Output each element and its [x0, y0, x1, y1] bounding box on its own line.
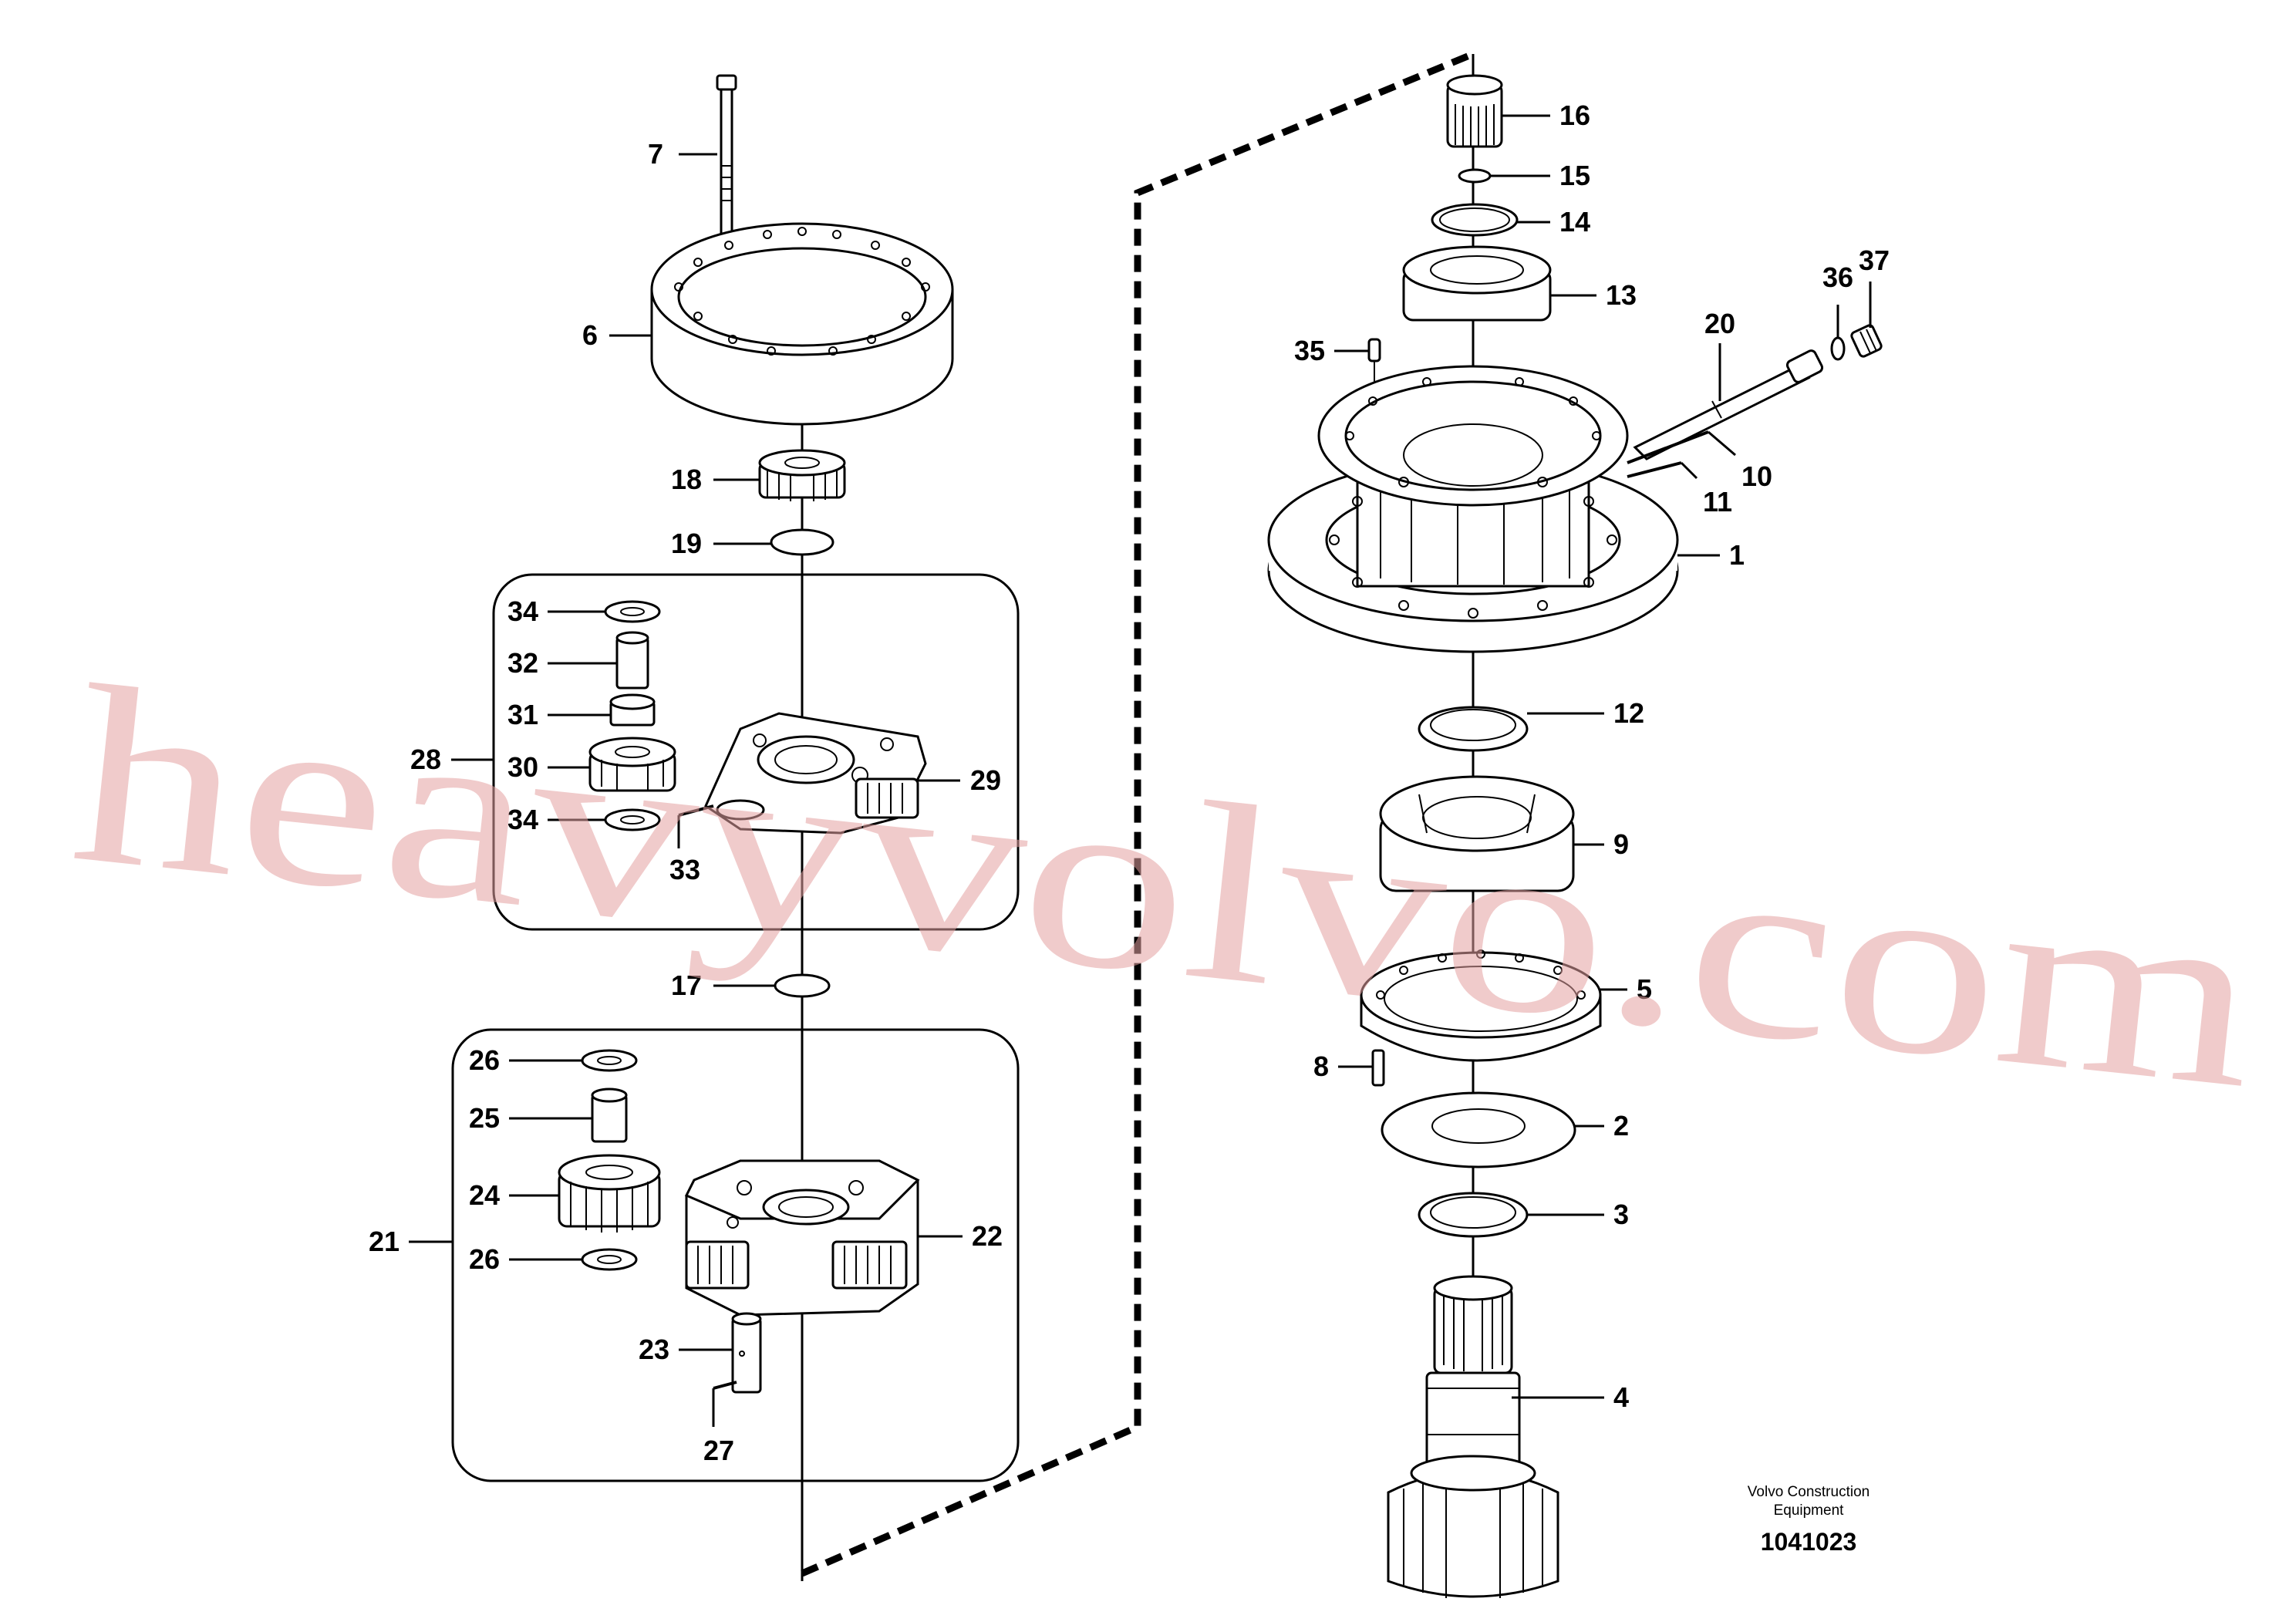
label-part-34-bottom: 34 [507, 804, 538, 835]
part-37-plug [1850, 324, 1883, 358]
part-1-bolt-holes [1329, 377, 1617, 619]
label-part-27: 27 [703, 1435, 734, 1466]
label-part-15: 15 [1559, 160, 1590, 191]
footer-company-line1: Volvo Construction [1748, 1484, 1870, 1500]
part-13-bearing [1402, 245, 1552, 322]
label-part-18: 18 [671, 464, 702, 495]
label-part-17: 17 [671, 969, 702, 1001]
label-part-23: 23 [639, 1334, 669, 1365]
drawing-footer: Volvo Construction Equipment 1041023 [1748, 1484, 1870, 1556]
label-part-28: 28 [410, 744, 441, 775]
part-33-pin [678, 804, 714, 817]
part-15-washer [1458, 168, 1492, 184]
label-part-26-top: 26 [469, 1044, 500, 1076]
label-part-26-bottom: 26 [469, 1243, 500, 1275]
label-part-4: 4 [1613, 1381, 1629, 1413]
label-part-6: 6 [582, 319, 598, 351]
label-part-33: 33 [669, 854, 700, 885]
part-8-pin [1371, 1049, 1385, 1087]
label-part-19: 19 [671, 528, 702, 559]
footer-company-line2: Equipment [1774, 1502, 1845, 1519]
label-part-29: 29 [970, 764, 1001, 796]
label-part-14: 14 [1559, 206, 1590, 238]
label-part-25: 25 [469, 1102, 500, 1134]
part-24-planet-gear [558, 1154, 661, 1233]
part-25-needle-bearing [591, 1088, 628, 1143]
part-22-planet-carrier [684, 1159, 920, 1317]
label-part-22: 22 [972, 1220, 1003, 1252]
label-part-20: 20 [1704, 308, 1735, 339]
part-1-housing [1267, 365, 1679, 653]
right-assembly [1267, 54, 1883, 1598]
label-part-30: 30 [507, 751, 538, 783]
part-16-pinion [1446, 74, 1503, 148]
label-part-12: 12 [1613, 697, 1644, 729]
group-21-frame [451, 1028, 1020, 1482]
part-5-flange-ring [1360, 949, 1602, 1062]
label-part-5: 5 [1637, 973, 1652, 1005]
part-7-bolt [716, 74, 737, 241]
part-34-washer-top [604, 600, 661, 623]
part-31-bearing [609, 693, 656, 727]
group-28-frame [492, 573, 1020, 931]
part-27-spring-pin [713, 1381, 737, 1390]
label-part-1: 1 [1729, 539, 1745, 571]
label-part-31: 31 [507, 699, 538, 730]
part-26-washer-bottom [581, 1248, 638, 1271]
label-part-32: 32 [507, 647, 538, 679]
label-part-13: 13 [1606, 279, 1637, 311]
label-part-24: 24 [469, 1179, 500, 1211]
part-20-shaft [1633, 349, 1824, 460]
footer-drawing-number: 1041023 [1761, 1528, 1857, 1556]
part-6-ring-housing [650, 222, 954, 426]
label-part-11: 11 [1703, 486, 1732, 518]
label-part-35: 35 [1294, 335, 1325, 366]
part-32-pin [615, 631, 649, 690]
label-part-21: 21 [369, 1226, 400, 1257]
label-part-34-top: 34 [507, 595, 538, 627]
part-10-pipe [1627, 430, 1709, 464]
label-part-2: 2 [1613, 1110, 1629, 1141]
part-4-pinion-shaft [1387, 1275, 1559, 1598]
label-part-16: 16 [1559, 99, 1590, 131]
part-14-snap-ring [1431, 203, 1519, 237]
part-12-seal-ring [1418, 706, 1529, 752]
part-29-planet-carrier [704, 712, 927, 835]
part-3-ring [1418, 1192, 1529, 1238]
label-part-37: 37 [1859, 244, 1890, 276]
label-part-36: 36 [1822, 261, 1853, 293]
part-18-gear [758, 449, 846, 501]
label-part-9: 9 [1613, 828, 1629, 860]
leader-lines [409, 114, 1872, 1427]
part-19-ring [770, 528, 834, 556]
part-labels: 7 6 18 19 34 32 31 30 34 28 29 33 17 26 … [369, 99, 1890, 1466]
part-9-bearing [1379, 775, 1575, 892]
part-6-bolt-holes [674, 227, 930, 356]
part-23-pin [731, 1312, 762, 1394]
part-11-pipe [1627, 461, 1682, 478]
label-part-10: 10 [1741, 460, 1772, 492]
part-36-seal [1830, 336, 1846, 361]
label-part-8: 8 [1313, 1050, 1329, 1082]
left-assembly [451, 74, 1020, 1581]
part-30-gear [588, 737, 676, 792]
part-2-seal [1381, 1091, 1576, 1168]
dashed-divider [801, 50, 1475, 1577]
label-part-3: 3 [1613, 1199, 1629, 1230]
watermark-text: heavyvolvo.com [62, 632, 2270, 1141]
label-part-7: 7 [648, 138, 663, 170]
part-26-washer-top [581, 1049, 638, 1072]
